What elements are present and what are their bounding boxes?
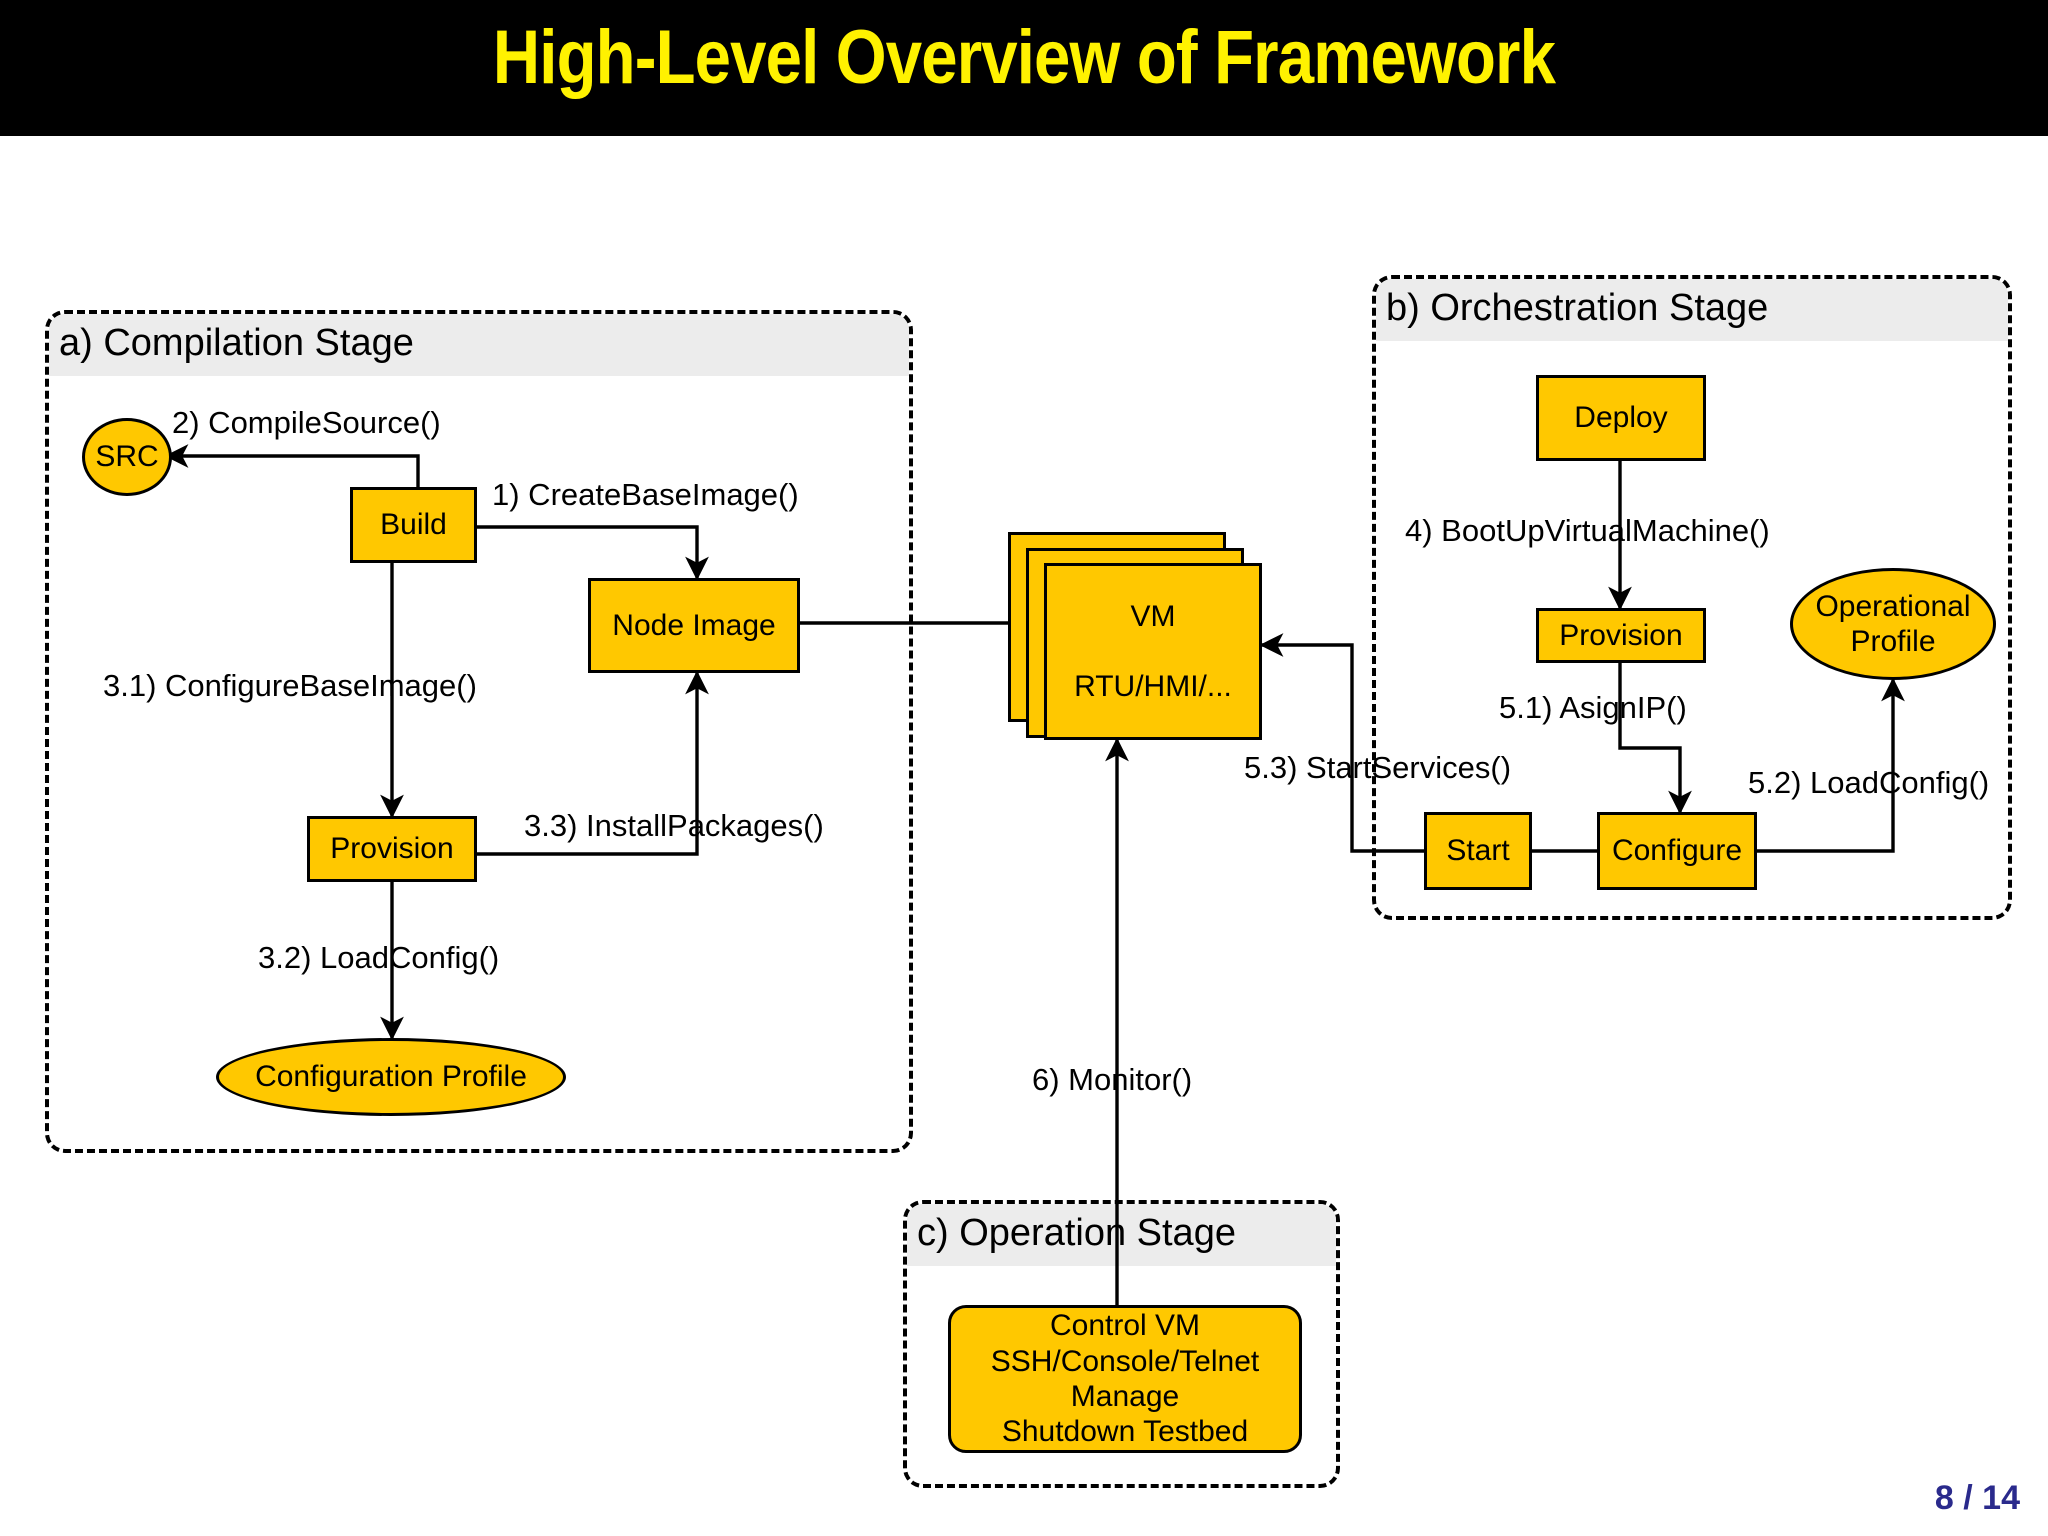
- edge-label-load-config-compilation: 3.2) LoadConfig(): [258, 940, 500, 975]
- page-number: 8 / 14: [1934, 1479, 2020, 1517]
- edge-label-bootup-virtual-machine: 4) BootUpVirtualMachine(): [1405, 513, 1770, 548]
- edge-label-monitor: 6) Monitor(): [1032, 1062, 1193, 1097]
- stage-orchestration-header: [1376, 279, 2008, 341]
- node-build[interactable]: Build: [350, 487, 477, 563]
- node-vm-label-line1: VM: [1130, 600, 1176, 634]
- node-operational-profile-line1: Operational: [1815, 589, 1971, 623]
- node-deploy[interactable]: Deploy: [1536, 375, 1706, 461]
- node-node-image-label: Node Image: [612, 608, 776, 642]
- node-configuration-profile[interactable]: Configuration Profile: [216, 1038, 566, 1116]
- node-build-label: Build: [380, 508, 447, 542]
- node-src[interactable]: SRC: [82, 418, 172, 496]
- node-operational-profile[interactable]: Operational Profile: [1790, 568, 1996, 680]
- node-configure[interactable]: Configure: [1597, 812, 1757, 890]
- stage-orchestration-title: b) Orchestration Stage: [1386, 287, 1769, 329]
- node-start[interactable]: Start: [1424, 812, 1532, 890]
- stage-compilation-header: [49, 314, 909, 376]
- edge-label-load-config-orchestration: 5.2) LoadConfig(): [1748, 765, 1990, 800]
- edge-label-start-services: 5.3) StartServices(): [1244, 750, 1512, 785]
- stage-operation-title: c) Operation Stage: [917, 1212, 1236, 1254]
- node-control-vm-line1: Control VM: [1049, 1309, 1201, 1343]
- node-start-label: Start: [1446, 834, 1510, 868]
- node-configure-label: Configure: [1611, 834, 1743, 868]
- title-banner: High-Level Overview of Framework: [0, 0, 2048, 136]
- edge-label-install-packages: 3.3) InstallPackages(): [524, 808, 824, 843]
- stage-compilation-title: a) Compilation Stage: [59, 322, 414, 364]
- node-vm-label-line2: RTU/HMI/...: [1074, 669, 1232, 703]
- node-operational-profile-line2: Profile: [1850, 625, 1936, 658]
- vm-stack-card-front[interactable]: VM RTU/HMI/...: [1044, 563, 1262, 740]
- edge-label-asign-ip: 5.1) AsignIP(): [1499, 690, 1687, 725]
- node-src-label: SRC: [95, 440, 159, 474]
- stage-compilation: a) Compilation Stage: [45, 310, 913, 1153]
- node-node-image[interactable]: Node Image: [588, 578, 800, 673]
- edge-label-compile-source: 2) CompileSource(): [172, 405, 441, 440]
- node-provision-compilation-label: Provision: [330, 832, 454, 866]
- node-provision-compilation[interactable]: Provision: [307, 816, 477, 882]
- node-control-vm[interactable]: Control VM SSH/Console/Telnet Manage Shu…: [948, 1305, 1302, 1453]
- page-title: High-Level Overview of Framework: [492, 15, 1556, 100]
- edge-label-create-base-image: 1) CreateBaseImage(): [492, 477, 799, 512]
- edge-label-configure-base-image: 3.1) ConfigureBaseImage(): [103, 668, 477, 703]
- node-provision-orchestration[interactable]: Provision: [1536, 608, 1706, 663]
- node-control-vm-line3: Manage: [1070, 1380, 1180, 1413]
- node-deploy-label: Deploy: [1574, 401, 1668, 435]
- stage-operation-header: [907, 1204, 1336, 1266]
- node-configuration-profile-label: Configuration Profile: [255, 1060, 527, 1094]
- node-control-vm-line4: Shutdown Testbed: [1001, 1415, 1249, 1449]
- node-provision-orchestration-label: Provision: [1559, 618, 1683, 652]
- node-control-vm-line2: SSH/Console/Telnet: [990, 1344, 1260, 1378]
